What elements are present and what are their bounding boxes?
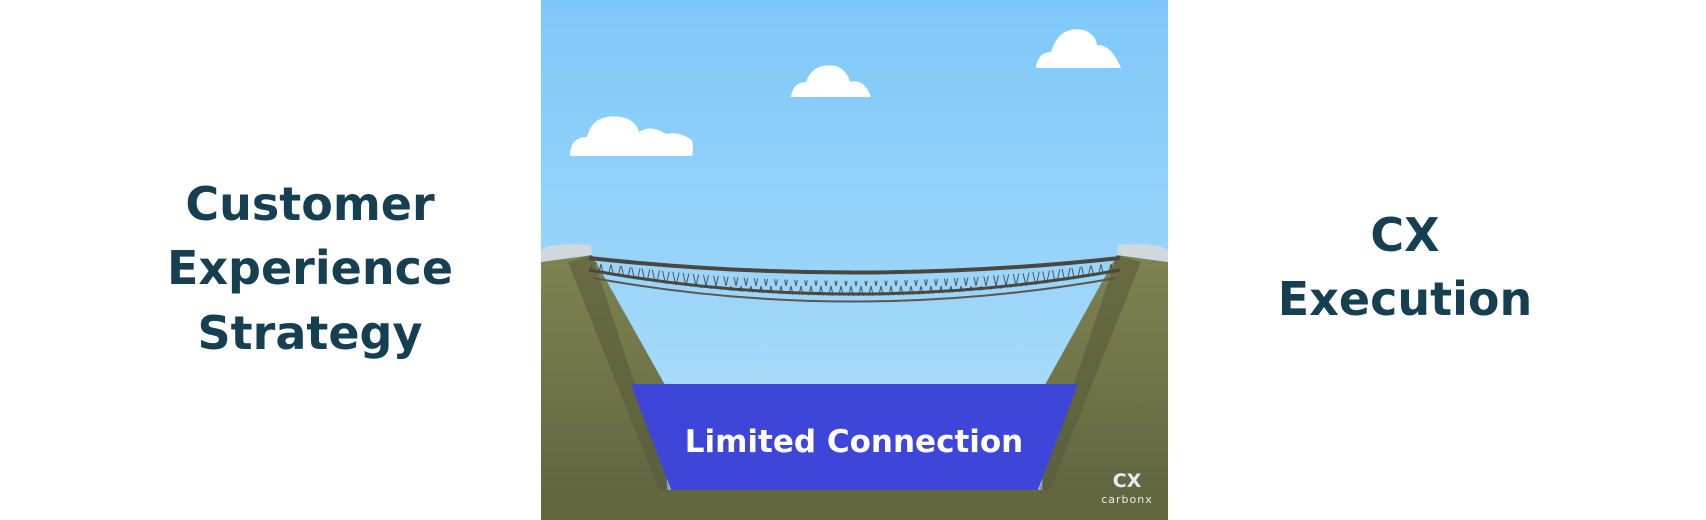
heading-line: Strategy <box>197 305 423 360</box>
left-cliff <box>541 255 669 520</box>
cloud-icon <box>791 65 871 97</box>
water-label: Limited Connection <box>685 424 1024 460</box>
bridge-scene-svg: Limited Connection CX carbonx <box>541 0 1168 520</box>
rope-bridge <box>588 256 1121 303</box>
heading-line: Experience <box>166 241 454 296</box>
execution-heading: CX Execution <box>1255 203 1555 332</box>
left-cliff-shadow <box>568 255 670 490</box>
heading-line: Customer <box>185 177 435 231</box>
logo-mark-icon: CX <box>1113 470 1142 492</box>
ground-base <box>541 490 1168 520</box>
cloud-icon <box>570 116 693 156</box>
heading-line: CX <box>1370 208 1440 262</box>
left-cliff-top <box>541 244 592 262</box>
right-cliff-top <box>1117 244 1168 262</box>
carbonx-logo: CX carbonx <box>1101 470 1153 506</box>
right-cliff-shadow <box>1039 255 1141 490</box>
heading-line: Execution <box>1277 272 1533 327</box>
right-cliff <box>1041 255 1168 520</box>
water <box>631 384 1078 490</box>
logo-wordmark: carbonx <box>1101 493 1153 506</box>
strategy-heading: Customer Experience Strategy <box>160 172 460 365</box>
bridge-illustration: Limited Connection CX carbonx <box>541 0 1168 520</box>
cloud-icon <box>1036 29 1121 68</box>
